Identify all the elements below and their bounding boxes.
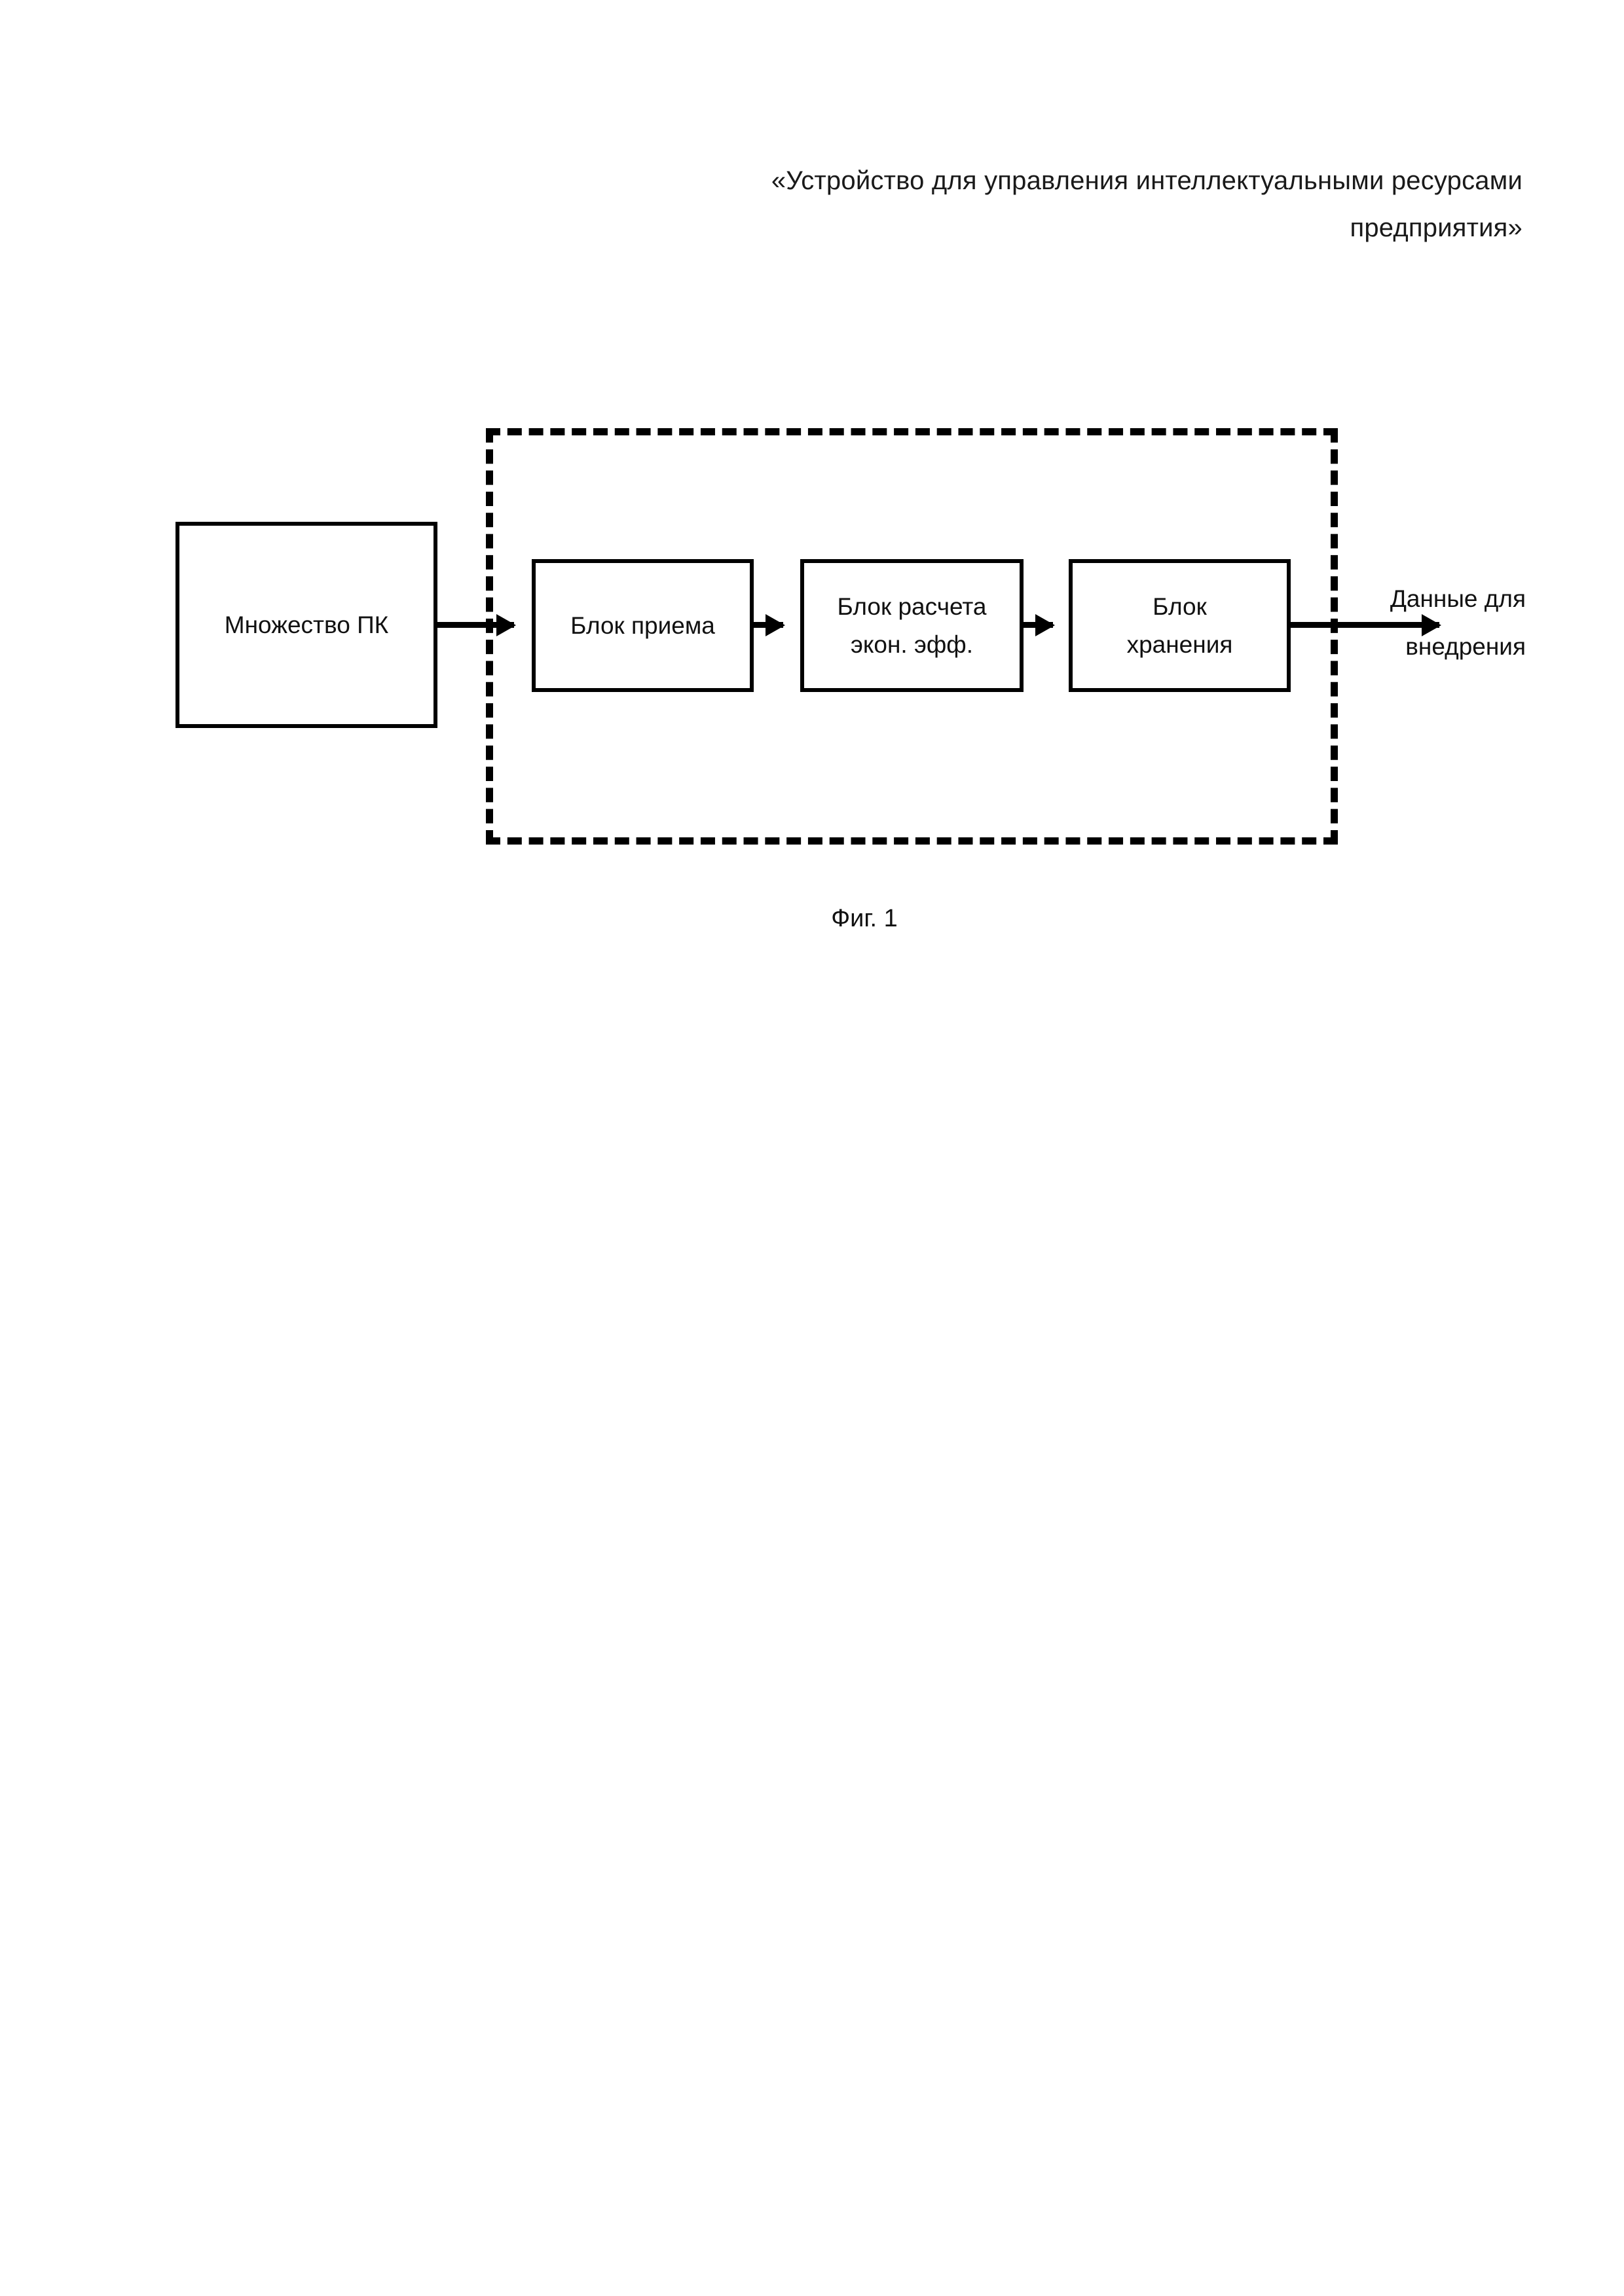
arrow-receive-to-calc (753, 622, 783, 628)
block-receive-label: Блок приема (570, 611, 715, 639)
block-storage-label: Блок хранения (1126, 592, 1233, 658)
block-pcs: Множество ПК (175, 522, 437, 728)
block-economic-calculation-label: Блок расчета экон. эфф. (837, 592, 987, 658)
arrow-pcs-to-receive (437, 622, 514, 628)
output-label-line-1: Данные для (1390, 585, 1526, 612)
output-label-line-2: внедрения (1405, 633, 1526, 660)
page-title: «Устройство для управления интеллектуаль… (642, 157, 1522, 251)
block-economic-calculation: Блок расчета экон. эфф. (800, 559, 1024, 692)
page-title-line-2: предприятия» (1350, 213, 1522, 242)
block-receive: Блок приема (532, 559, 754, 692)
page-title-line-1: «Устройство для управления интеллектуаль… (771, 166, 1522, 195)
block-pcs-label: Множество ПК (224, 611, 389, 638)
device-dashed-boundary (486, 428, 1338, 845)
figure-diagram: Множество ПК Блок приема Блок расчета эк… (0, 0, 1624, 982)
arrow-calc-to-storage (1023, 622, 1053, 628)
figure-caption: Фиг. 1 (831, 905, 898, 932)
arrow-storage-to-output (1290, 622, 1439, 628)
block-storage: Блок хранения (1069, 559, 1291, 692)
output-label: Данные для внедрения (1336, 575, 1526, 670)
